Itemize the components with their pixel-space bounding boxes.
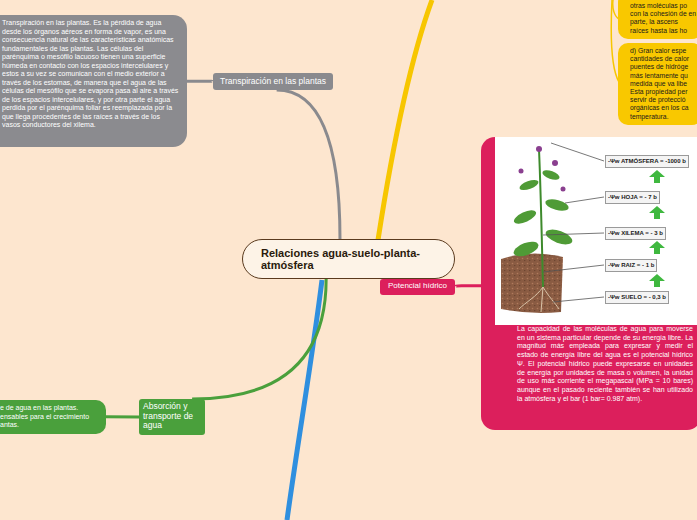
image-ground [495,137,697,325]
leaves [512,168,574,259]
note-box: e de agua en las plantas. ensables para … [0,400,106,434]
branch-connector [187,80,213,83]
branch-topic: Transpiración en las plantas [213,73,333,90]
roots [519,287,559,312]
flowers [519,146,566,192]
node-text: La capacidad de las moléculas de agua pa… [517,325,693,403]
branch-connector [277,90,340,239]
content-panel: La capacidad de las moléculas de agua pa… [481,137,697,430]
node-text: d) Gran calor espe cantidades de calor p… [630,47,697,121]
branch-topic: Potencial hídrico [380,279,455,295]
node-text: e de agua en las plantas. ensables para … [0,404,100,430]
stem [539,149,543,287]
potential-label: -Ψw HOJA = - 7 b [605,191,660,204]
note-box: d) Gran calor espe cantidades de calor p… [618,43,697,125]
blue-branch [287,280,322,520]
potential-label: -Ψw ATMÓSFERA = -1000 b [605,155,689,168]
soil [501,253,563,313]
note-box: Transpiración en las plantas. Es la pérd… [0,15,187,147]
note-box: otras moléculas po con la cohesión de en… [618,0,697,39]
potential-label: -Ψw RAIZ = - 1 b [605,259,657,272]
branch-connector [106,415,139,418]
node-text: Potencial hídrico [384,281,451,291]
branch-connector [192,279,326,399]
node-text: Transpiración en las plantas. Es la pérd… [2,19,179,130]
potential-label: -Ψw XILEMA = - 3 b [605,227,666,240]
potential-label: -Ψw SUELO = - 0,3 b [605,291,669,304]
branch-connector [455,284,481,288]
central-topic: Relaciones agua-suelo-planta-atmósfera [242,239,455,279]
branch-topic: Absorción y transporte de agua [139,399,205,435]
node-text: Transpiración en las plantas [217,76,329,86]
yellow-branch [378,0,432,240]
leader-lines [543,143,604,302]
node-text: otras moléculas po con la cohesión de en… [630,2,697,35]
node-text: Absorción y transporte de agua [143,402,201,431]
node-text: Relaciones agua-suelo-planta-atmósfera [261,247,436,271]
